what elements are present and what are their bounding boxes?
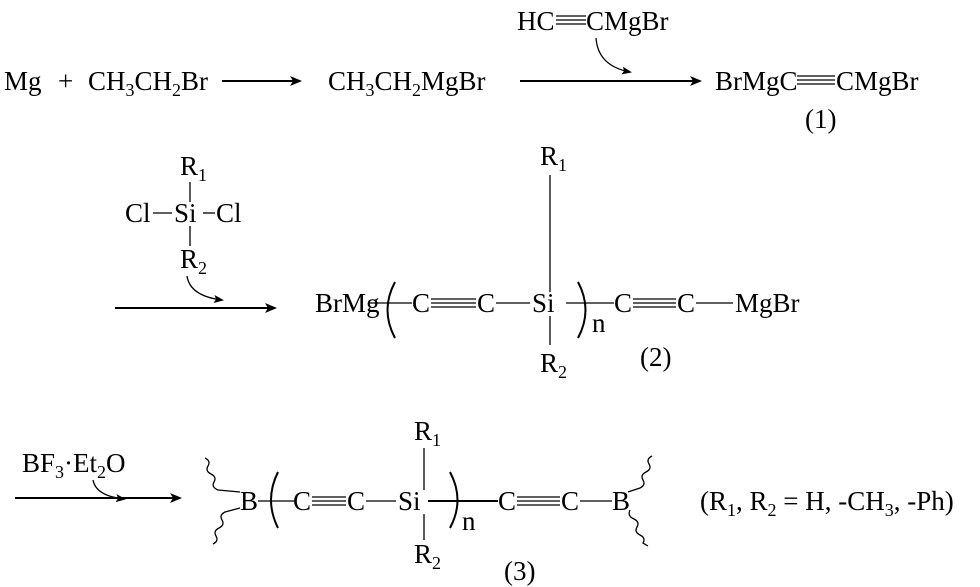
triple-bond bbox=[633, 298, 676, 308]
carbon: C bbox=[498, 486, 516, 516]
repeat-n: n bbox=[592, 308, 606, 338]
magnesium: Mg bbox=[4, 66, 42, 96]
curved-arrow bbox=[595, 37, 632, 75]
bracket-right bbox=[577, 281, 587, 339]
r2: R2 bbox=[180, 244, 207, 278]
reagent-hc: HC bbox=[517, 6, 555, 36]
triple-bond bbox=[797, 75, 835, 85]
triple-bond bbox=[556, 15, 586, 25]
compound-label-3: (3) bbox=[504, 556, 535, 586]
boron: B bbox=[612, 486, 630, 516]
silicon: Si bbox=[532, 288, 555, 318]
r1: R1 bbox=[414, 416, 441, 450]
ethylmagnesium-bromide: CH3CH2MgBr bbox=[328, 66, 486, 100]
bracket-left bbox=[270, 471, 279, 529]
step3: BF3·Et2O B C C Si R1 R2 n C C B (3) (R1,… bbox=[15, 416, 954, 586]
triple-bond bbox=[431, 298, 476, 308]
carbon: C bbox=[477, 288, 495, 318]
r2: R2 bbox=[414, 539, 441, 573]
reagent-cmgbr: CMgBr bbox=[586, 6, 669, 36]
repeat-n: n bbox=[462, 506, 476, 536]
wavy-bond-icon bbox=[204, 457, 241, 493]
carbon: C bbox=[677, 288, 695, 318]
mgbr-end: MgBr bbox=[735, 288, 800, 318]
product-right: CMgBr bbox=[836, 66, 919, 96]
plus-sign: + bbox=[58, 66, 73, 96]
silicon: Si bbox=[174, 198, 197, 228]
carbon: C bbox=[614, 288, 632, 318]
step2: R1 Cl Si Cl R2 BrMg C C Si R1 R2 n C C bbox=[115, 141, 800, 382]
curved-arrow bbox=[92, 479, 126, 503]
carbon: C bbox=[561, 486, 579, 516]
r2: R2 bbox=[540, 348, 567, 382]
silicon: Si bbox=[398, 486, 421, 516]
triple-bond bbox=[312, 496, 346, 506]
carbon: C bbox=[347, 486, 365, 516]
wavy-bond-icon bbox=[627, 455, 653, 493]
compound-label-2: (2) bbox=[640, 342, 671, 372]
brmg-start: BrMg bbox=[315, 288, 380, 318]
wavy-bond-icon bbox=[628, 509, 649, 547]
r1: R1 bbox=[540, 141, 567, 175]
substituent-note: (R1, R2 = H, -CH3, -Ph) bbox=[700, 486, 954, 520]
cl-left: Cl bbox=[125, 198, 151, 228]
compound-label-1: (1) bbox=[805, 104, 836, 134]
cl-right: Cl bbox=[216, 198, 242, 228]
carbon: C bbox=[412, 288, 430, 318]
boron: B bbox=[240, 486, 258, 516]
bf3-etherate: BF3·Et2O bbox=[22, 448, 126, 482]
ethyl-bromide: CH3CH2Br bbox=[88, 66, 208, 100]
product-left: BrMgC bbox=[715, 66, 798, 96]
r1: R1 bbox=[180, 151, 207, 185]
triple-bond bbox=[517, 496, 560, 506]
curved-arrow bbox=[186, 275, 224, 303]
bracket-left bbox=[386, 281, 396, 339]
carbon: C bbox=[293, 486, 311, 516]
step1: Mg + CH3CH2Br CH3CH2MgBr HC CMgBr BrMgC … bbox=[4, 6, 919, 134]
wavy-bond-icon bbox=[212, 507, 241, 545]
